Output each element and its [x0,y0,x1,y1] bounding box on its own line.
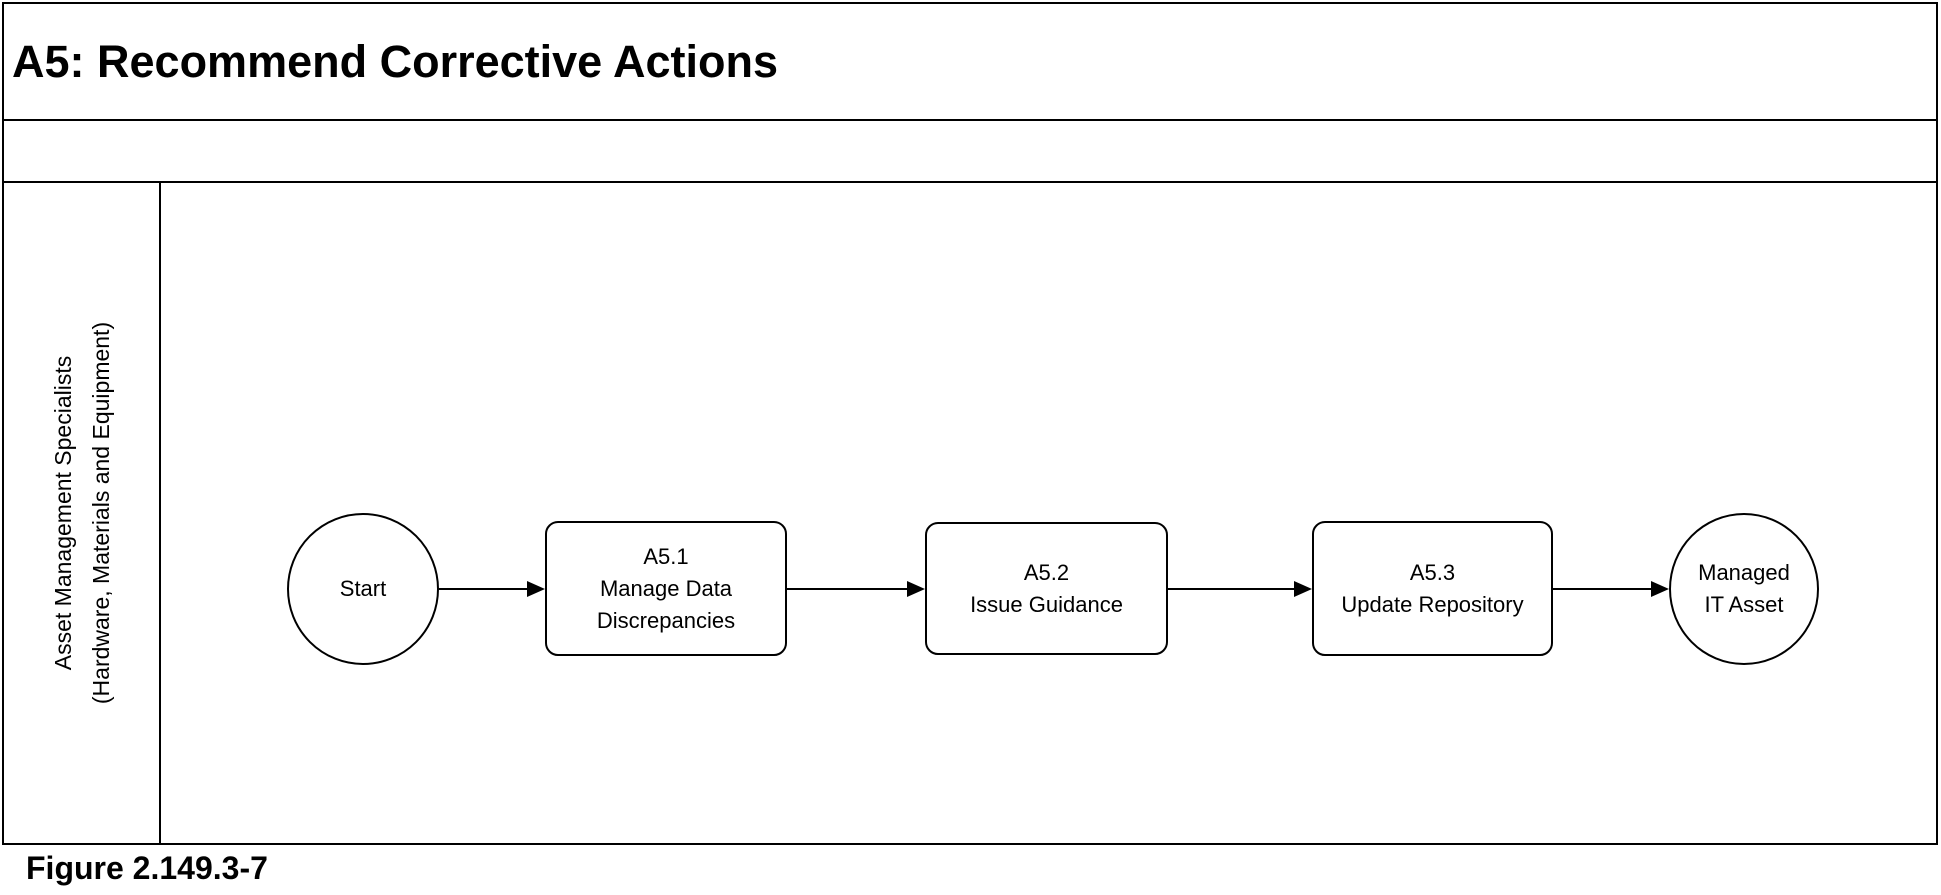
arrowhead-icon [1651,581,1669,597]
swimlane: Asset Management Specialists (Hardware, … [4,183,1936,843]
diagram-frame: A5: Recommend Corrective Actions Asset M… [2,2,1938,845]
process-name-line: Discrepancies [596,607,736,633]
process-name-line: Manage Data [599,575,733,601]
start-node: Start [287,513,439,665]
flow-arrow-4 [1553,581,1669,597]
process-id: A5.1 [643,543,689,569]
process-box-a5-1: A5.1 Manage Data Discrepancies [545,521,787,656]
arrow-line [1168,588,1294,590]
swimlane-label-line1: Asset Management Specialists [49,355,76,671]
arrowhead-icon [527,581,545,597]
title-bar: A5: Recommend Corrective Actions [4,4,1936,121]
process-id: A5.3 [1409,559,1456,585]
arrow-line [439,588,527,590]
swimlane-content: Start A5.1 Manage Data Discrepancies A5.… [161,183,1936,843]
end-label-line1: Managed [1698,560,1790,585]
swimlane-label-line2: (Hardware, Materials and Equipment) [87,321,114,705]
swimlane-label: Asset Management Specialists (Hardware, … [44,322,120,704]
figure-caption: Figure 2.149.3-7 [26,850,268,886]
arrow-line [1553,588,1651,590]
flow-arrow-2 [787,581,925,597]
arrow-line [787,588,907,590]
process-id: A5.2 [1023,559,1070,585]
end-label-line2: IT Asset [1704,592,1784,617]
end-node: Managed IT Asset [1669,513,1819,665]
page-title: A5: Recommend Corrective Actions [12,35,779,87]
process-box-a5-2: A5.2 Issue Guidance [925,522,1168,655]
empty-header-row [4,121,1936,183]
process-box-a5-3: A5.3 Update Repository [1312,521,1553,656]
arrowhead-icon [1294,581,1312,597]
arrowhead-icon [907,581,925,597]
flow-arrow-1 [439,581,545,597]
process-name-line: Issue Guidance [970,591,1123,617]
swimlane-label-column: Asset Management Specialists (Hardware, … [4,183,161,843]
flow-arrow-3 [1168,581,1312,597]
process-name-line: Update Repository [1341,591,1524,617]
start-label: Start [339,576,387,601]
